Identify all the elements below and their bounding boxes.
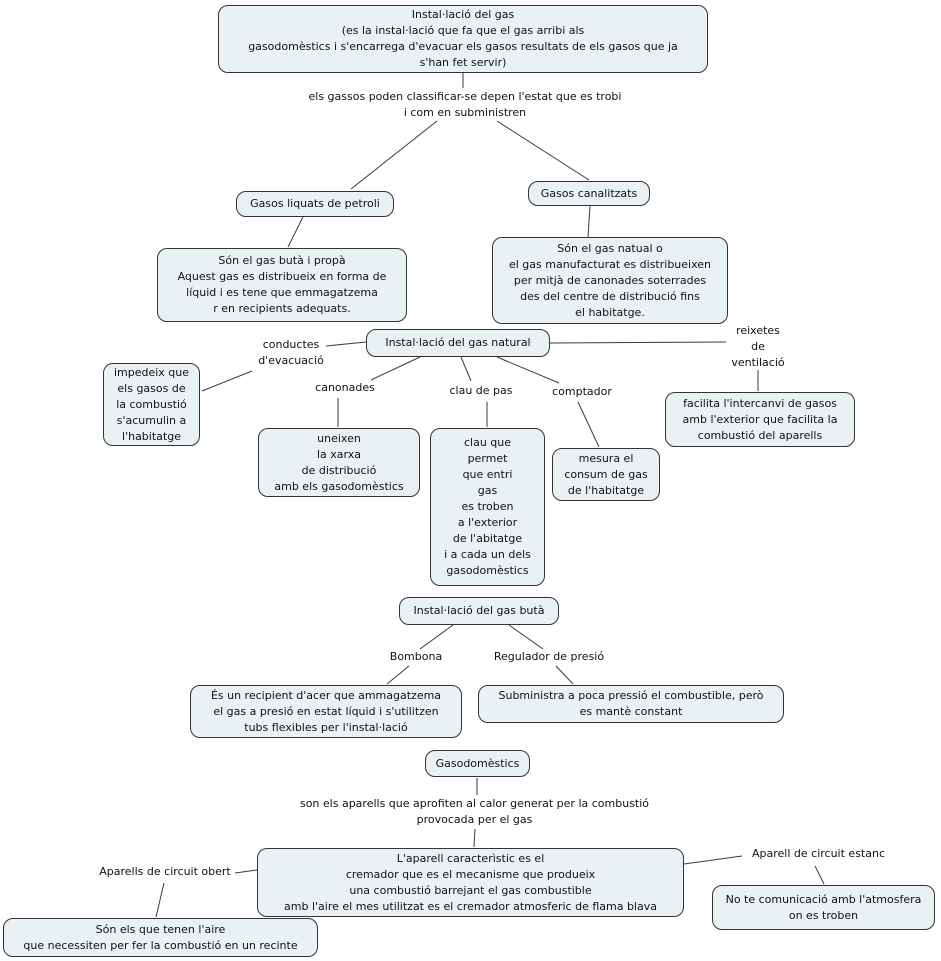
connector-line	[496, 356, 560, 384]
concept-cylinder-description: És un recipient d'acer que ammagatzema e…	[190, 685, 462, 738]
concept-sealed-circuit-description: No te comunicació amb l'atmosfera on es …	[712, 885, 935, 930]
connector-line	[325, 341, 367, 347]
connector-line	[386, 665, 410, 685]
concept-butane-installation: Instal·lació del gas butà	[399, 597, 559, 625]
concept-grilles-description: facilita l'intercanvi de gasos amb l'ext…	[665, 392, 855, 447]
linking-phrase-vent-grilles: reixetes de ventilació	[731, 324, 785, 369]
concept-pipes-description: uneixen la xarxa de distribució amb els …	[258, 428, 420, 497]
connector-line	[473, 828, 476, 848]
linking-phrase-classification: els gassos poden classificar-se depen l'…	[308, 90, 622, 119]
concept-burner-description: L'aparell caracterìstic es el cremador q…	[257, 848, 684, 917]
connector-line	[555, 665, 574, 685]
concept-natural-gas-installation: Instal·lació del gas natural	[366, 329, 550, 357]
connector-line	[155, 882, 165, 918]
linking-phrase-pipes: canonades	[315, 381, 375, 394]
concept-meter-description: mesura el consum de gas de l'habitatge	[552, 448, 660, 501]
concept-piped-gases-description: Són el gas natual o el gas manufacturat …	[492, 237, 728, 324]
connector-line	[460, 356, 472, 382]
concept-lpg-description: Són el gas butà i propà Aquest gas es di…	[157, 248, 407, 322]
linking-phrase-cylinder: Bombona	[389, 650, 443, 663]
concept-lpg: Gasos liquats de petroli	[236, 191, 394, 217]
linking-phrase-appliances-definition: son els aparells que aprofiten al calor …	[299, 797, 650, 826]
concept-regulator-description: Subministra a poca pressió el combustibl…	[478, 685, 784, 723]
concept-valve-description: clau que permet que entri gas es troben …	[430, 428, 545, 586]
connector-line	[814, 865, 825, 885]
concept-open-circuit-description: Són els que tenen l'aire que necessiten …	[3, 918, 318, 957]
connector-line	[508, 624, 544, 650]
connector-line	[234, 869, 258, 874]
connector-line	[683, 855, 743, 865]
connector-line	[370, 356, 421, 381]
concept-ducts-description: impedeix que els gasos de la combustió s…	[103, 363, 200, 446]
linking-phrase-open-circuit: Aparells de circuit obert	[99, 865, 231, 878]
connector-line	[419, 624, 454, 650]
linking-phrase-meter: comptador	[552, 385, 612, 398]
connector-line	[201, 370, 253, 392]
linking-phrase-pressure-regulator: Regulador de presió	[493, 650, 605, 663]
linking-phrase-shutoff-valve: clau de pas	[449, 384, 513, 397]
linking-phrase-evacuation-ducts: conductes d'evacuació	[258, 338, 324, 367]
linking-phrase-sealed-circuit: Aparell de circuit estanc	[752, 847, 885, 860]
concept-piped-gases: Gasos canalitzats	[528, 181, 650, 206]
connector-line	[587, 205, 591, 238]
connector-line	[287, 216, 304, 248]
connector-line	[496, 120, 590, 181]
connector-line	[350, 120, 438, 190]
connector-line	[549, 341, 727, 344]
concept-gas-appliances: Gasodomèstics	[425, 750, 530, 777]
connector-line	[577, 401, 600, 448]
concept-gas-installation: Instal·lació del gas (es la instal·lació…	[218, 5, 708, 73]
